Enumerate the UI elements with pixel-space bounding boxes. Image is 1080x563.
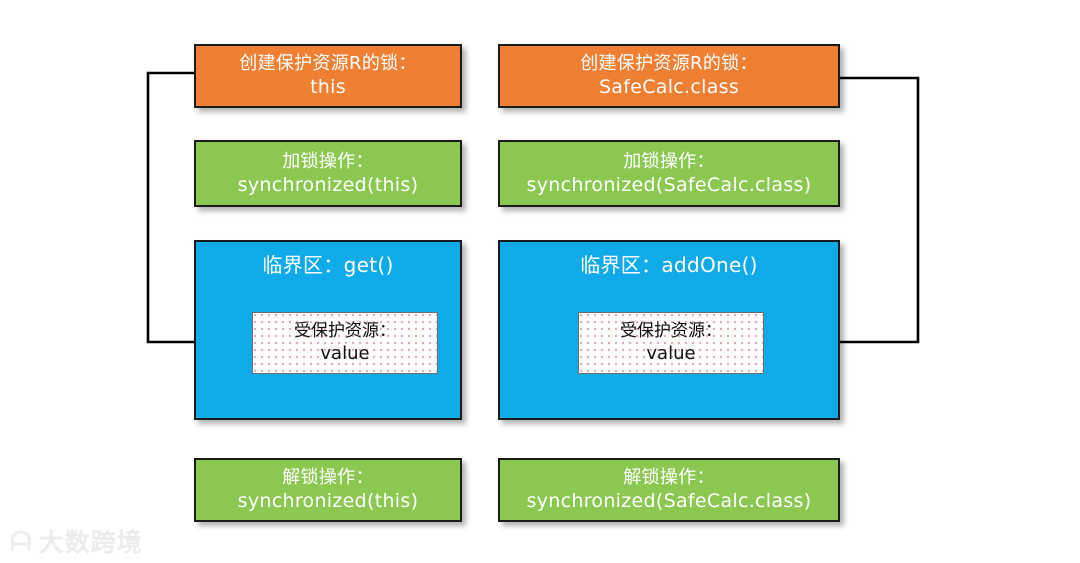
right-lock-release-line1: 解锁操作： xyxy=(623,467,715,489)
right-critical-section-box[interactable]: 临界区：addOne() xyxy=(498,240,840,420)
right-lock-create-line1: 创建保护资源R的锁： xyxy=(580,53,758,75)
left-protected-resource-line1: 受保护资源： xyxy=(294,321,396,342)
right-critical-section-title: 临界区：addOne() xyxy=(580,253,758,277)
left-lock-release-line2: synchronized(this) xyxy=(237,490,419,513)
right-lock-create-line2: SafeCalc.class xyxy=(598,76,740,99)
left-lock-acquire-line2: synchronized(this) xyxy=(237,173,419,196)
left-lock-release-line1: 解锁操作： xyxy=(282,467,374,489)
right-lock-release-box[interactable]: 解锁操作： synchronized(SafeCalc.class) xyxy=(498,458,840,522)
right-lock-acquire-line2: synchronized(SafeCalc.class) xyxy=(526,173,812,196)
left-lock-acquire-box[interactable]: 加锁操作： synchronized(this) xyxy=(194,140,462,207)
right-protected-resource-line1: 受保护资源： xyxy=(620,321,722,342)
left-lock-create-box[interactable]: 创建保护资源R的锁： this xyxy=(194,44,462,108)
right-protected-resource-line2: value xyxy=(646,343,696,365)
left-lock-acquire-line1: 加锁操作： xyxy=(282,150,374,172)
watermark: ᗩ 大数跨境 xyxy=(10,529,143,555)
left-critical-section-title: 临界区：get() xyxy=(262,253,394,277)
left-protected-resource-line2: value xyxy=(320,343,370,365)
watermark-text: 大数跨境 xyxy=(38,527,143,557)
left-lock-release-box[interactable]: 解锁操作： synchronized(this) xyxy=(194,458,462,522)
right-lock-acquire-box[interactable]: 加锁操作： synchronized(SafeCalc.class) xyxy=(498,140,840,207)
watermark-logo-icon: ᗩ xyxy=(10,527,32,557)
left-lock-create-line1: 创建保护资源R的锁： xyxy=(239,53,417,75)
left-lock-create-line2: this xyxy=(310,76,346,99)
right-protected-resource-box[interactable]: 受保护资源： value xyxy=(578,312,764,374)
right-lock-create-box[interactable]: 创建保护资源R的锁： SafeCalc.class xyxy=(498,44,840,108)
right-lock-release-line2: synchronized(SafeCalc.class) xyxy=(526,490,812,513)
right-lock-acquire-line1: 加锁操作： xyxy=(623,150,715,172)
left-protected-resource-box[interactable]: 受保护资源： value xyxy=(252,312,438,374)
